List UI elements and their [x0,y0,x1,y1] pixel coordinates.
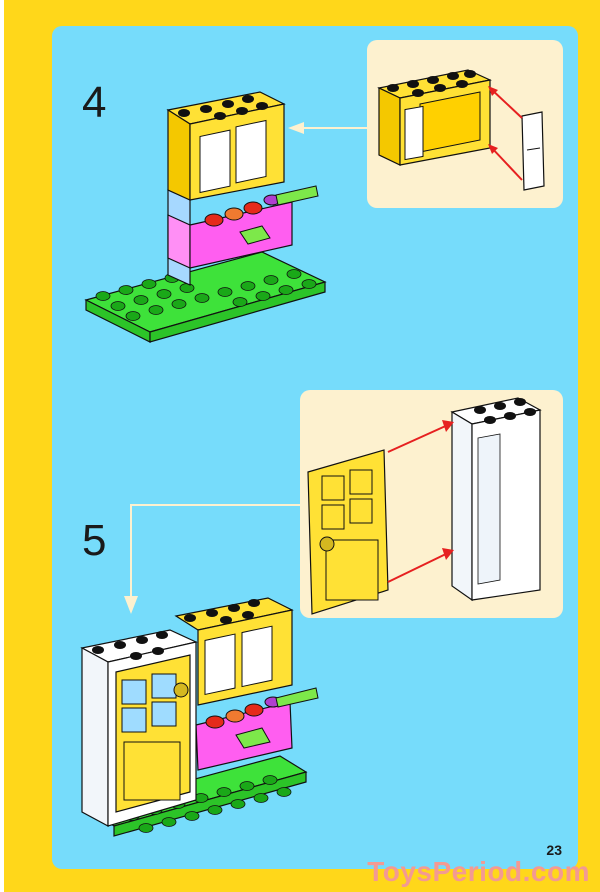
step-4-number: 4 [82,78,107,127]
step-5-number: 5 [82,516,107,565]
page-edge [0,0,4,892]
page-number: 23 [546,842,562,858]
watermark: ToysPeriod.com [367,856,590,887]
